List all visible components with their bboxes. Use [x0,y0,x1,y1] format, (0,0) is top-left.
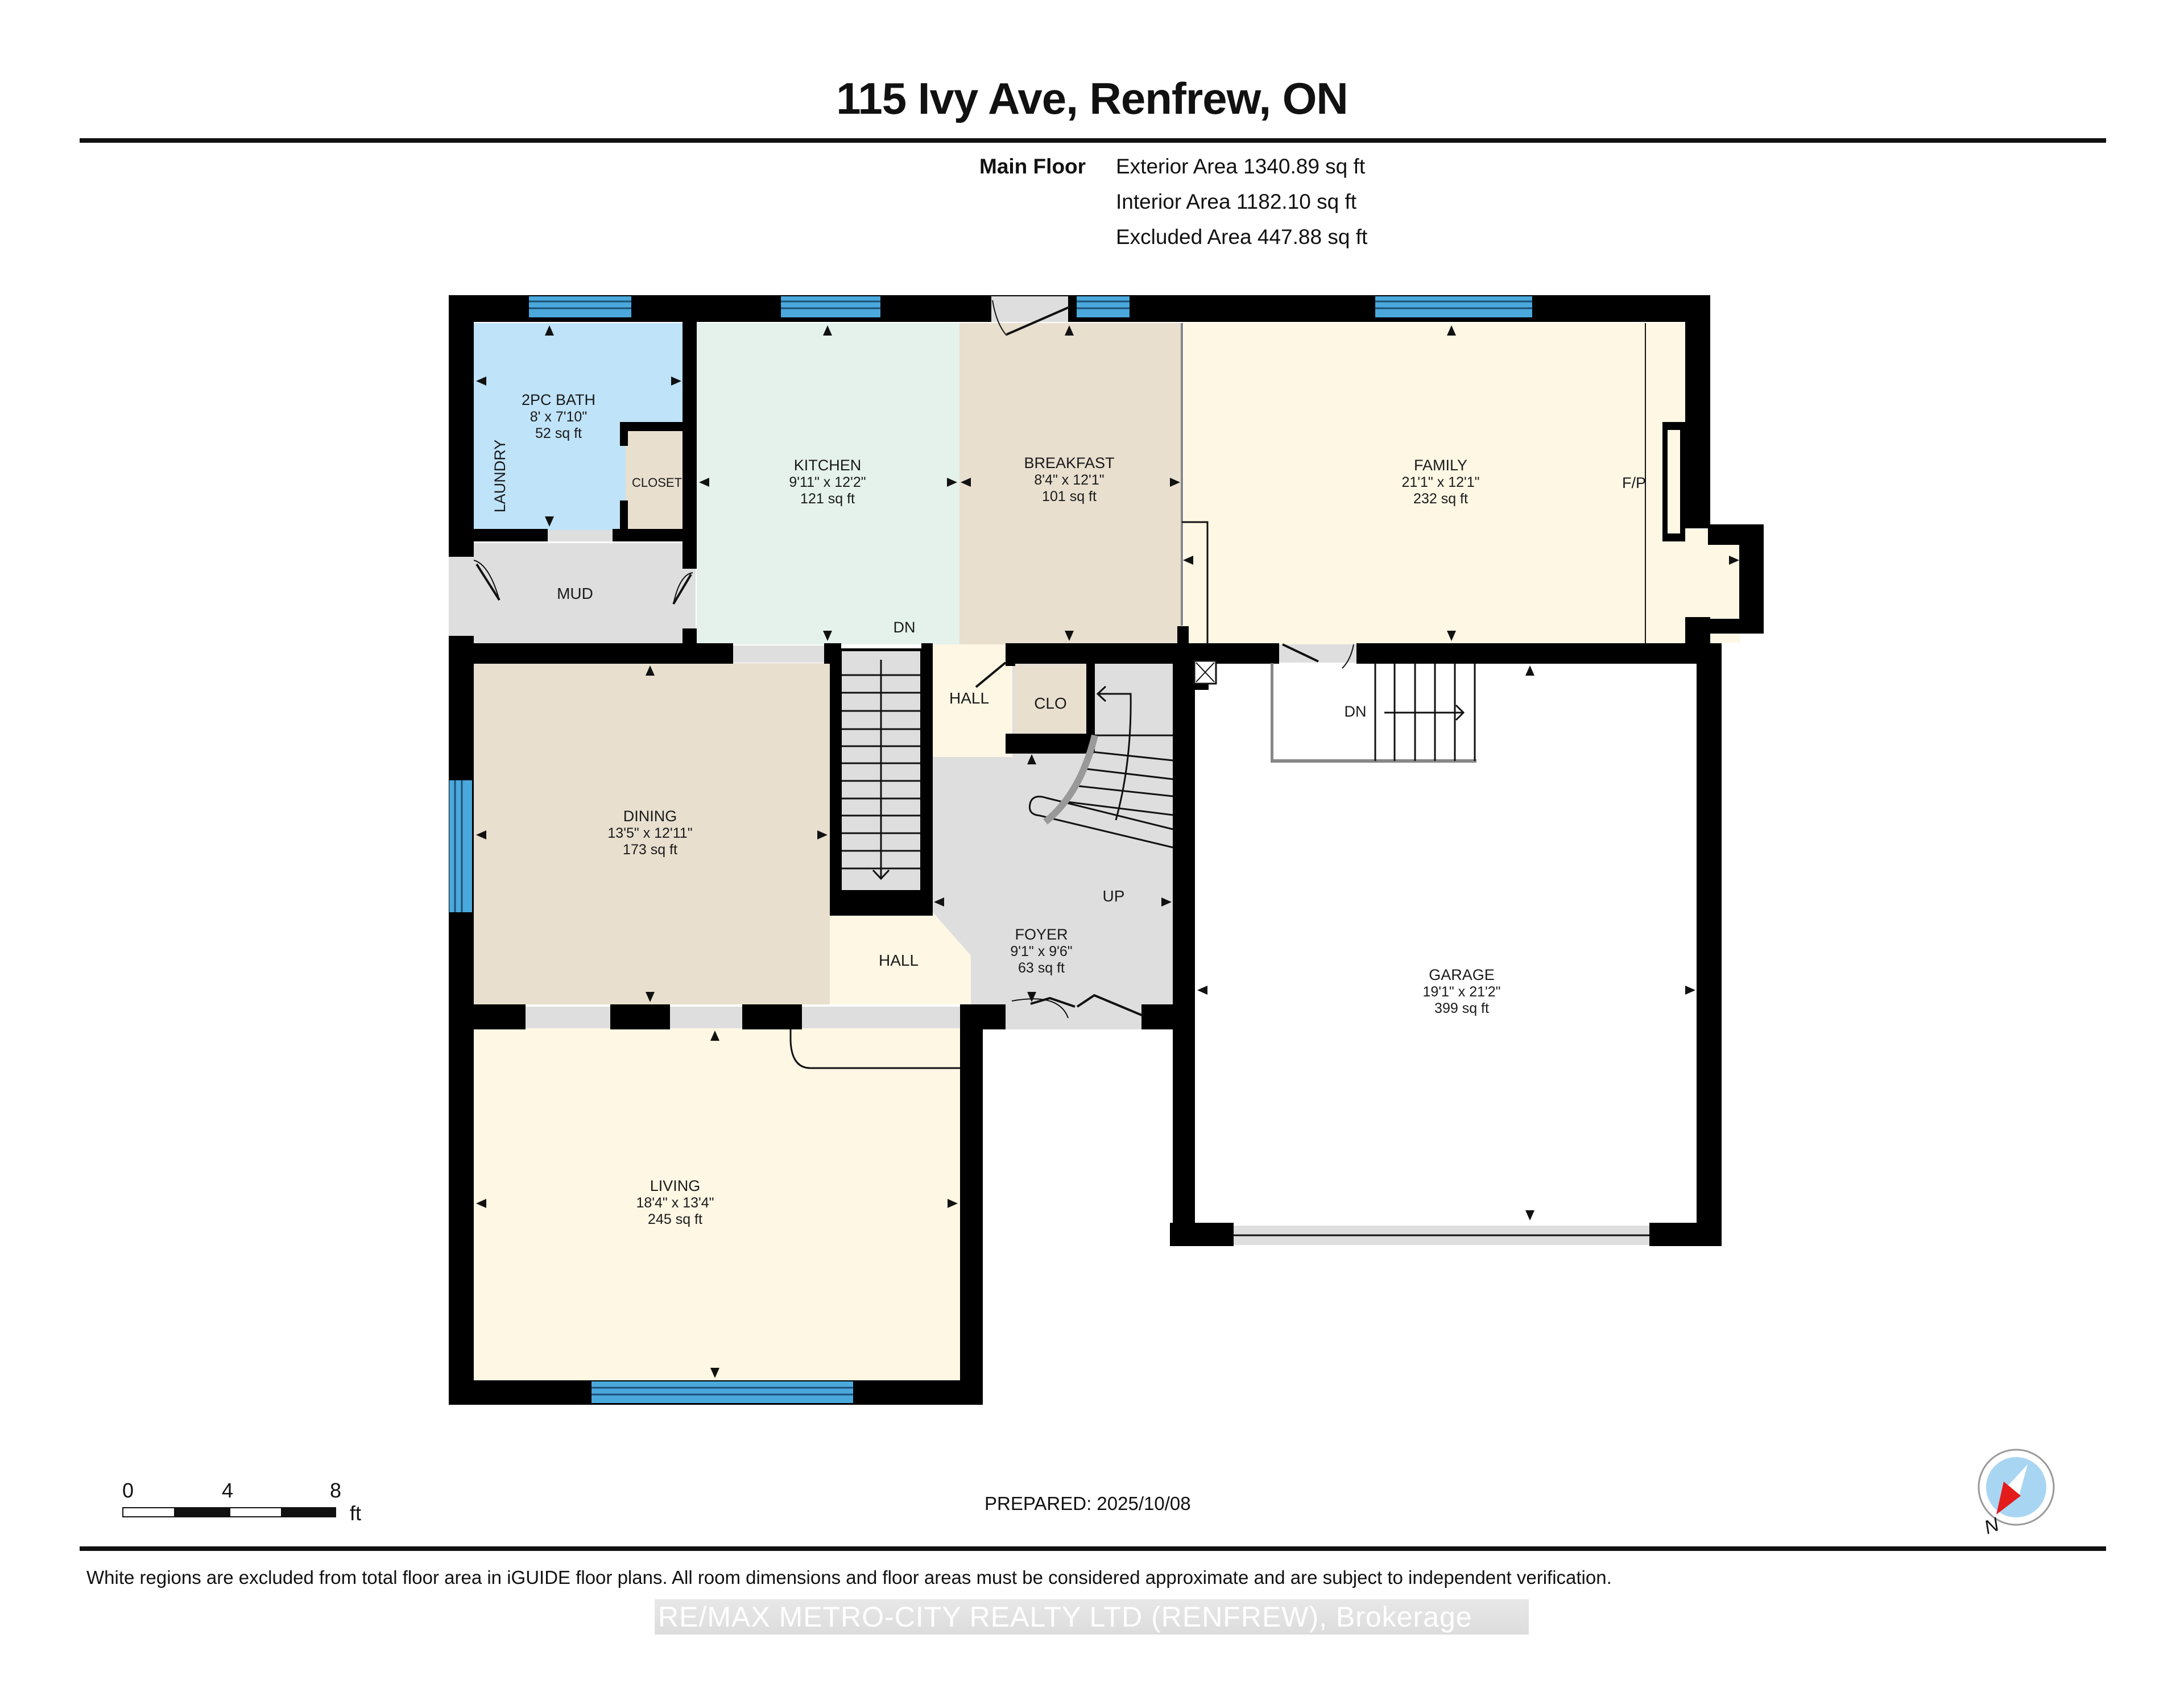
room-hall-upper[interactable] [933,644,1012,757]
label-family-name: FAMILY [1414,457,1467,474]
label-dining-dims: 13'5" x 12'11" [607,825,692,841]
room-closet[interactable] [626,429,684,532]
label-clo: CLO [1034,694,1067,712]
scale-tick-4: 4 [222,1479,234,1502]
openings [449,296,1649,1245]
walls [449,295,1764,1405]
room-dining[interactable] [474,663,830,1004]
label-foyer-dims: 9'1" x 9'6" [1010,944,1072,959]
label-garage-area: 399 sq ft [1434,1000,1489,1016]
window-kitchen [781,296,880,317]
label-kitchen-dims: 9'11" x 12'2" [789,474,866,490]
label-foyer-name: FOYER [1015,926,1068,943]
stairs-up-foyer [1028,685,1173,849]
room-living[interactable] [474,1028,960,1380]
door-swings [473,300,1646,1069]
room-kitchen[interactable] [697,323,959,644]
compass-icon: N [1978,1449,2055,1538]
excluded-area: Excluded Area 447.88 sq ft [1116,225,1368,249]
label-laundry: LAUNDRY [491,440,508,513]
label-bath-dims: 8' x 7'10" [530,409,587,425]
label-family-area: 232 sq ft [1413,491,1468,507]
window-dining [449,780,472,912]
scale-segment [229,1507,282,1517]
label-kitchen-name: KITCHEN [794,457,862,474]
label-garage-dims: 19'1" x 21'2" [1422,984,1500,1000]
floor-name: Main Floor [979,155,1086,178]
label-living-area: 245 sq ft [648,1211,702,1227]
stairs-down-kitchen [842,651,920,890]
label-closet: CLOSET [632,475,682,490]
window-bath [529,296,631,317]
exterior-area: Exterior Area 1340.89 sq ft [1116,155,1366,178]
room-mud[interactable] [474,543,696,644]
room-labels: 2PC BATH 8' x 7'10" 52 sq ft LAUNDRY CLO… [491,391,1646,1227]
label-bath-area: 52 sq ft [535,425,582,441]
label-garage-dn: DN [1345,703,1367,720]
room-fills [474,323,1740,1380]
label-family-dims: 21'1" x 12'1" [1401,474,1479,490]
label-bath-name: 2PC BATH [522,391,595,408]
scale-tick-0: 0 [122,1479,134,1502]
label-breakfast-area: 101 sq ft [1042,489,1097,504]
interior-area: Interior Area 1182.10 sq ft [1116,190,1357,213]
label-breakfast-name: BREAKFAST [1024,454,1114,471]
scale-segment [282,1507,336,1517]
label-fireplace: F/P [1622,474,1646,491]
room-garage[interactable] [1195,663,1698,1223]
scale-segment [175,1507,229,1517]
label-dining-name: DINING [623,808,677,825]
label-kitchen-area: 121 sq ft [800,491,855,507]
label-foyer-area: 63 sq ft [1018,960,1065,976]
dimension-markers [476,325,1739,1378]
room-family[interactable] [1184,323,1686,644]
label-kitchen-dn: DN [894,619,916,636]
stairs-down-garage [1193,660,1476,763]
label-foyer-up: UP [1103,887,1125,905]
room-hall-lower[interactable] [830,912,971,1004]
disclaimer: White regions are excluded from total fl… [86,1567,1612,1588]
label-living-dims: 18'4" x 13'4" [636,1195,714,1211]
window-family [1375,296,1532,317]
label-dining-area: 173 sq ft [623,842,677,858]
scale-segment [122,1507,175,1517]
footer-divider [80,1546,2106,1551]
page-title: 115 Ivy Ave, Renfrew, ON [836,73,1348,123]
windows [449,296,1532,1403]
window-living [592,1381,853,1403]
label-hall-upper: HALL [949,689,989,707]
room-breakfast[interactable] [959,323,1182,644]
scale-tick-8: 8 [330,1479,342,1502]
label-mud: MUD [557,585,593,602]
label-hall-lower: HALL [879,951,919,969]
label-garage-name: GARAGE [1429,966,1495,983]
title-divider [80,138,2106,143]
prepared-date: PREPARED: 2025/10/08 [985,1493,1191,1514]
label-living-name: LIVING [650,1177,701,1194]
label-breakfast-dims: 8'4" x 12'1" [1034,472,1104,488]
window-breakfast [1077,296,1130,317]
brokerage-watermark: RE/MAX METRO-CITY REALTY LTD (RENFREW), … [655,1599,1529,1635]
scale-unit: ft [350,1501,362,1525]
